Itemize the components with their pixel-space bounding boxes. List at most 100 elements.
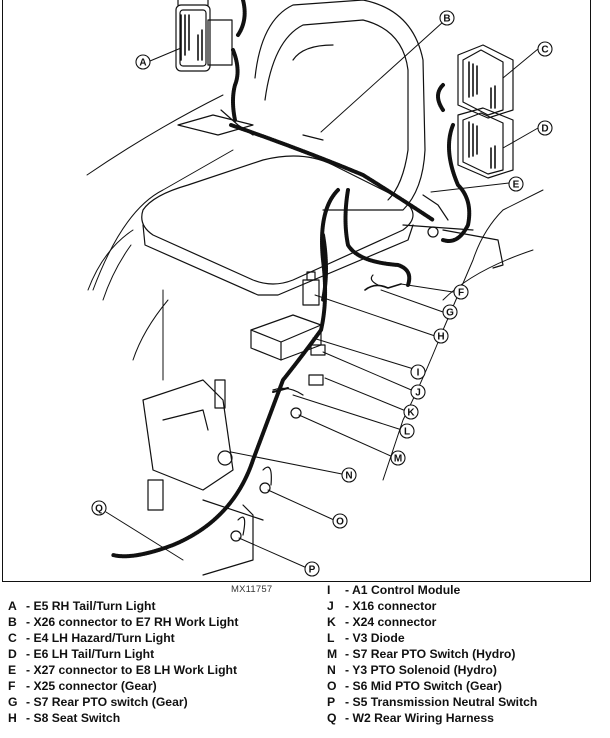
legend-text: - S6 Mid PTO Switch (Gear) [345,679,502,693]
svg-text:P: P [309,565,316,576]
legend-item: N - Y3 PTO Solenoid (Hydro) [327,662,537,678]
legend-text: - X25 connector (Gear) [26,679,157,693]
svg-text:C: C [541,45,548,56]
legend-key: A [8,599,17,613]
wiring-diagram-drawing: A B C D E F G H I J K L M N O P Q [86,0,553,577]
legend-item: J - X16 connector [327,598,537,614]
legend-text: - E5 RH Tail/Turn Light [26,599,156,613]
harness-small-wires [220,109,449,536]
legend-item: O - S6 Mid PTO Switch (Gear) [327,678,537,694]
callout-n: N [341,467,357,483]
legend-item: M - S7 Rear PTO Switch (Hydro) [327,646,537,662]
svg-text:N: N [345,471,352,482]
legend-text: - X27 connector to E8 LH Work Light [26,663,238,677]
legend-item: E - X27 connector to E8 LH Work Light [8,662,238,678]
callout-a: A [135,54,151,70]
legend-text: - S5 Transmission Neutral Switch [345,695,538,709]
legend-key: K [327,615,336,629]
legend-key: I [327,583,331,597]
callout-d: D [537,120,553,136]
svg-text:L: L [404,427,410,438]
legend-text: - S7 Rear PTO Switch (Hydro) [345,647,516,661]
svg-text:G: G [446,308,454,319]
callout-j: J [410,384,426,400]
callout-f: F [453,284,469,300]
legend-key: G [8,695,18,709]
svg-text:O: O [336,517,344,528]
legend-text: - E6 LH Tail/Turn Light [26,647,155,661]
legend-left-column: A - E5 RH Tail/Turn Light B - X26 connecto… [8,598,238,726]
legend-text: - X16 connector [345,599,437,613]
callout-m: M [390,450,406,466]
legend-item: C - E4 LH Hazard/Turn Light [8,630,238,646]
callout-i: I [410,364,426,380]
legend-item: G- S7 Rear PTO switch (Gear) [8,694,238,710]
legend-item: I - A1 Control Module [327,582,537,598]
legend-item: L- V3 Diode [327,630,537,646]
legend-item: K - X24 connector [327,614,537,630]
legend-key: B [8,615,17,629]
legend-key: J [327,599,334,613]
legend-key: Q [327,711,337,725]
legend-text: - A1 Control Module [345,583,461,597]
x24-connector-shape [308,374,324,386]
x16-connector-shape [310,344,326,356]
legend-key: F [8,679,16,693]
legend-key: P [327,695,336,709]
callout-b: B [439,10,455,26]
legend-key: O [327,679,337,693]
legend-text: - X26 connector to E7 RH Work Light [26,615,239,629]
legend-right-column: I- A1 Control Module J- X16 connector K-… [327,582,537,726]
legend-item: H- S8 Seat Switch [8,710,238,726]
lh-lights [457,44,514,179]
legend-item: A - E5 RH Tail/Turn Light [8,598,238,614]
svg-text:A: A [139,58,146,69]
diode-shape [272,387,289,393]
legend-key: M [327,647,338,661]
legend-key: N [327,663,336,677]
legend-text: - E4 LH Hazard/Turn Light [26,631,175,645]
svg-text:E: E [513,180,520,191]
legend-text: - V3 Diode [345,631,405,645]
figure-id: MX11757 [231,584,273,595]
legend-text: - Y3 PTO Solenoid (Hydro) [345,663,497,677]
callout-l: L [399,423,415,439]
seat-back [254,0,426,211]
legend-key: C [8,631,17,645]
wiring-diagram-figure: A B C D E F G H I J K L M N O P Q [2,0,591,582]
legend-text: - X24 connector [345,615,437,629]
svg-text:J: J [415,388,421,399]
harness-wires [111,0,472,559]
callout-c: C [537,41,553,57]
legend-text: - S8 Seat Switch [26,711,121,725]
svg-text:Q: Q [95,504,103,515]
components [142,226,439,576]
svg-text:H: H [437,332,444,343]
legend-item: F - X25 connector (Gear) [8,678,238,694]
svg-text:B: B [443,14,450,25]
callout-p: P [304,561,320,577]
legend-key: D [8,647,17,661]
callout-e: E [508,176,524,192]
callout-h: H [433,328,449,344]
legend-item: Q - W2 Rear Wiring Harness [327,710,537,726]
svg-text:D: D [541,124,548,135]
legend-item: D - E6 LH Tail/Turn Light [8,646,238,662]
leader-lines [105,21,539,569]
callout-k: K [403,404,419,420]
valve-shape [214,379,226,409]
legend-item: B - X26 connector to E7 RH Work Light [8,614,238,630]
mid-pto-switch-shape [259,482,271,494]
rh-tail-turn-light [175,0,233,72]
legend-key: E [8,663,17,677]
pto-solenoid-shape [217,450,233,466]
callouts: A B C D E F G H I J K L M N O P Q [91,10,553,577]
callout-o: O [332,513,348,529]
svg-text:F: F [458,288,464,299]
svg-text:K: K [407,408,415,419]
neutral-switch-shape [230,530,242,542]
rear-pto-switch-hydro-shape [290,407,302,419]
callout-g: G [442,304,458,320]
legend-text: - W2 Rear Wiring Harness [345,711,494,725]
svg-text:I: I [417,368,420,379]
